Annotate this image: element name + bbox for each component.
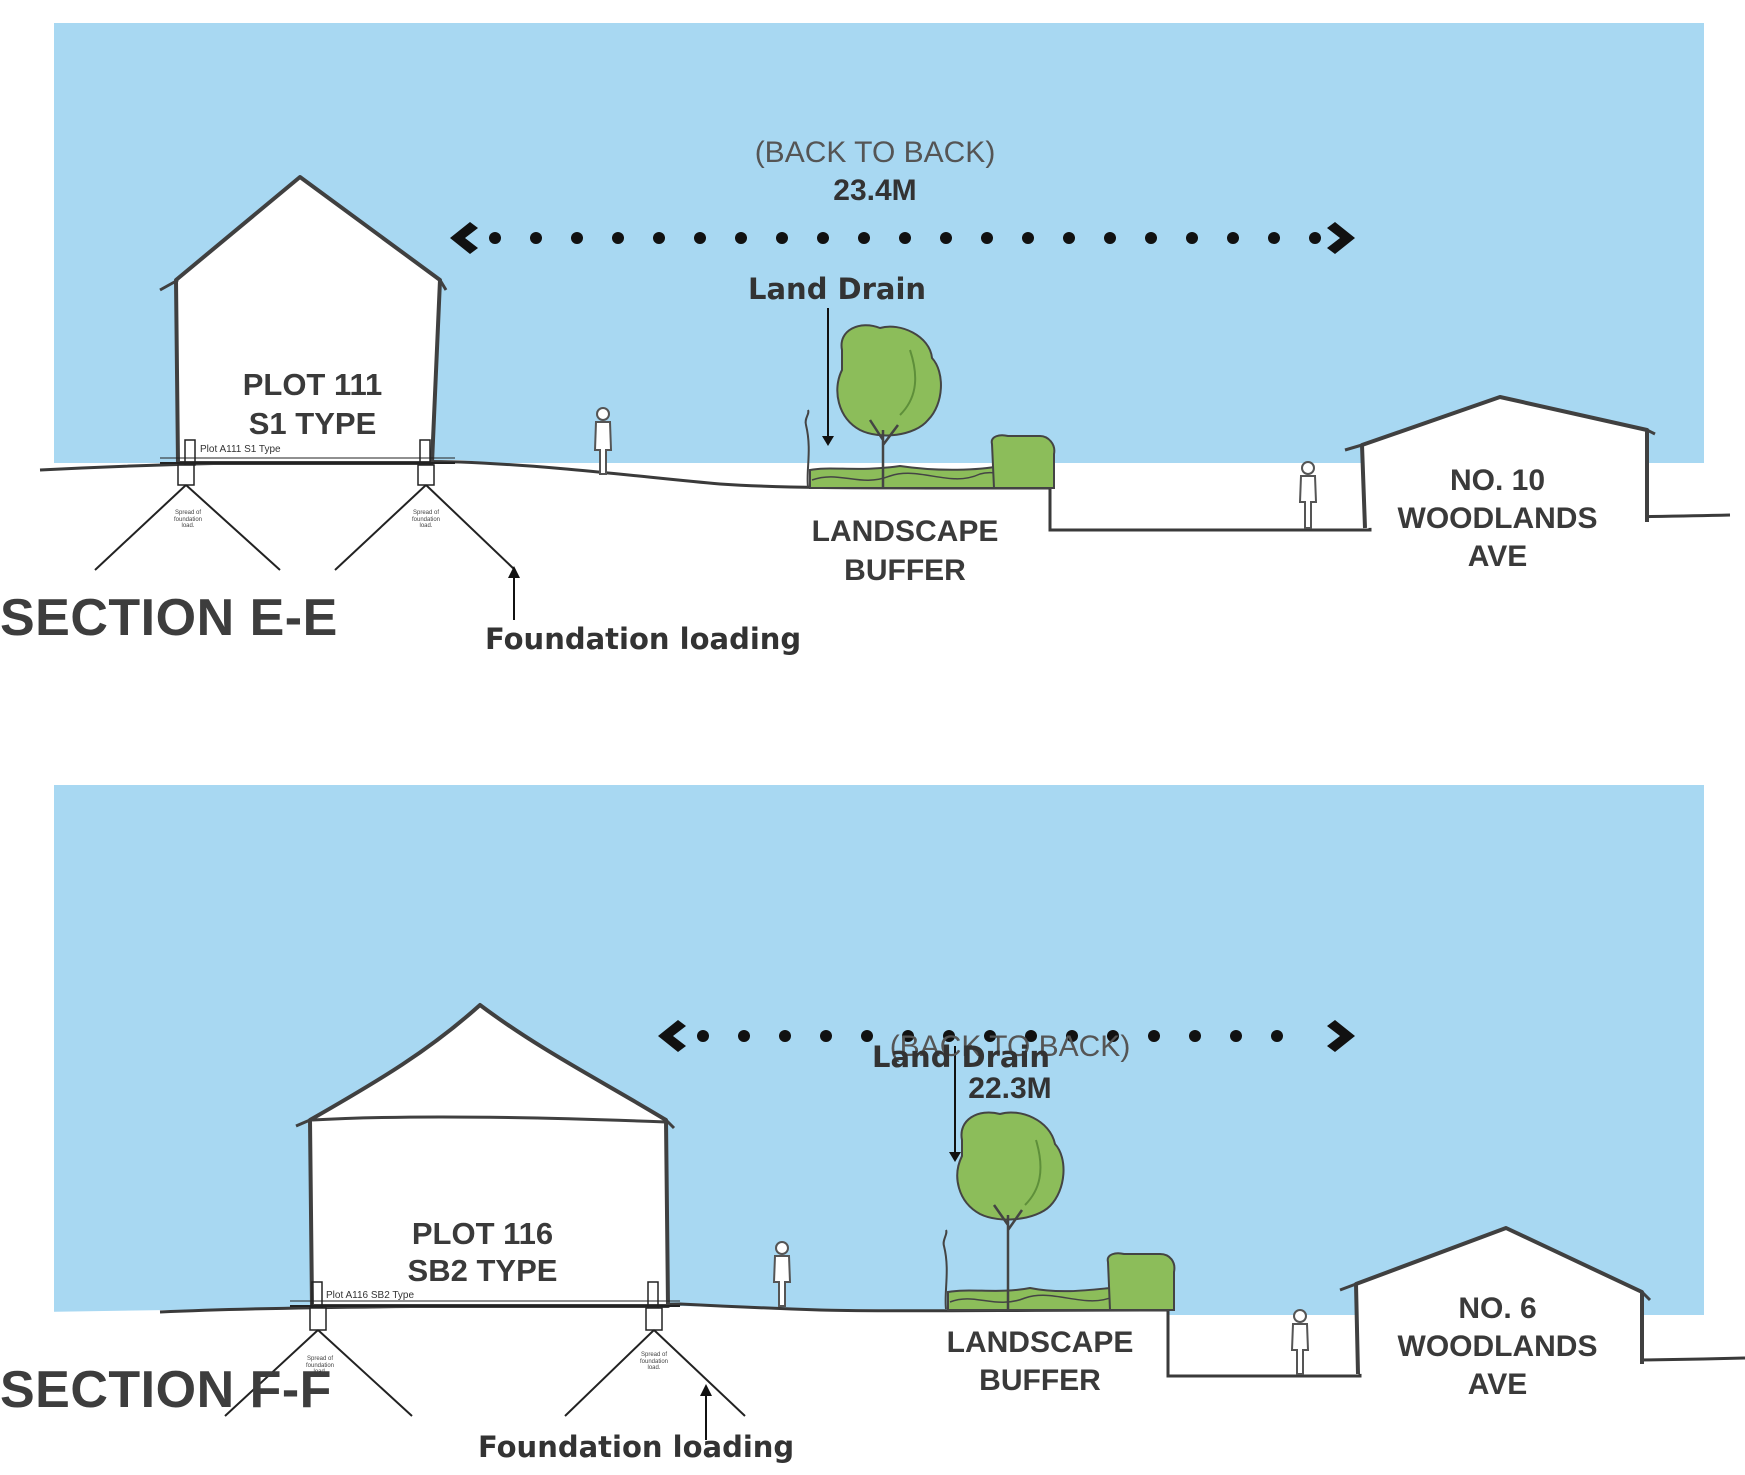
dimension-dot [1227,232,1239,244]
dimension-value: 22.3M [968,1072,1052,1105]
dimension-dot [1066,1030,1078,1042]
dimension-dot [1268,232,1280,244]
dimension-label: (BACK TO BACK) [889,1030,1131,1063]
dimension-dot [530,232,542,244]
plot-drawing-tag: Plot A111 S1 Type [200,444,281,455]
dimension-dot [981,232,993,244]
plot-111-house [94,175,516,571]
land-drain-label: Land Drain [748,272,927,306]
neighbour-label-1: NO. 6 [1458,1292,1537,1325]
foundation-note-1: Spread of foundation load. [173,510,203,530]
plot-type: S1 TYPE [248,406,377,441]
section-title: SECTION E-E [0,589,338,647]
neighbour-label-2: WOODLANDS [1397,1330,1598,1363]
section-f-f-drawing [0,1003,1745,1475]
dimension-dot [1230,1030,1242,1042]
plot-type: SB2 TYPE [407,1253,558,1288]
section-f-f: (BACK TO BACK) 22.3M PLOT 116 SB2 TYPE P… [0,700,1745,1475]
dimension-dot [571,232,583,244]
dimension-dot [902,1030,914,1042]
plot-name: PLOT 111 [242,367,383,402]
dimension-dot [738,1030,750,1042]
plot-116-house [224,1003,746,1417]
dimension-dot [612,232,624,244]
person-figure-2 [1290,1309,1310,1375]
dimension-dot [1107,1030,1119,1042]
dimension-dot [735,232,747,244]
landscape-buffer-label-1: LANDSCAPE [946,1326,1134,1359]
dimension-dot [1189,1030,1201,1042]
foundation-loading-label: Foundation loading [485,622,802,656]
dimension-dot [653,232,665,244]
dimension-dot [489,232,501,244]
landscape-buffer-label-2: BUFFER [844,554,966,587]
dimension-dot [940,232,952,244]
dimension-dot [858,232,870,244]
section-e-e: (BACK TO BACK) 23.4M PLOT 111 S1 TYPE Pl… [0,0,1745,700]
section-title: SECTION F-F [0,1361,332,1419]
dimension-dot [1145,232,1157,244]
dimension-arrow-f [658,1020,1355,1052]
dimension-dot [899,232,911,244]
dimension-dot [817,232,829,244]
dimension-dot [1025,1030,1037,1042]
landscape-buffer-label-2: BUFFER [979,1364,1101,1397]
dimension-dot [1186,232,1198,244]
dimension-dot [697,1030,709,1042]
dimension-dot [1063,232,1075,244]
dimension-label: (BACK TO BACK) [754,136,996,169]
landscape-buffer-f [942,1111,1176,1311]
dimension-dot [1309,232,1321,244]
dimension-dot [1022,232,1034,244]
dimension-dot [1148,1030,1160,1042]
foundation-note-2: Spread of foundation load. [411,510,441,530]
plot-name: PLOT 116 [411,1216,554,1251]
dimension-dot [861,1030,873,1042]
neighbour-label-2: WOODLANDS [1397,502,1598,535]
neighbour-label-1: NO. 10 [1449,464,1546,497]
dimension-dot [776,232,788,244]
dimension-value: 23.4M [833,174,917,207]
landscape-buffer-e [804,324,1056,489]
foundation-note-1: Spread of foundation load. [305,1356,335,1376]
foundation-loading-label: Foundation loading [478,1430,795,1464]
no-10-house [1344,395,1656,529]
dimension-dot [943,1030,955,1042]
foundation-note-2: Spread of foundation load. [639,1352,669,1372]
neighbour-label-3: AVE [1467,1368,1528,1401]
no-6-house [1339,1226,1652,1375]
person-figure-1 [772,1241,792,1307]
dimension-arrow-e [450,222,1355,254]
person-figure-1 [593,407,613,475]
dimension-dot [984,1030,996,1042]
plot-drawing-tag: Plot A116 SB2 Type [326,1290,415,1301]
dimension-dot [779,1030,791,1042]
neighbour-label-3: AVE [1467,540,1528,573]
land-drain-label: Land Drain [872,1040,1051,1074]
dimension-dot [820,1030,832,1042]
section-e-e-drawing [0,175,1745,700]
landscape-buffer-label-1: LANDSCAPE [811,515,999,548]
person-figure-2 [1298,461,1318,529]
dimension-dot [694,232,706,244]
dimension-dot [1104,232,1116,244]
dimension-dot [1271,1030,1283,1042]
